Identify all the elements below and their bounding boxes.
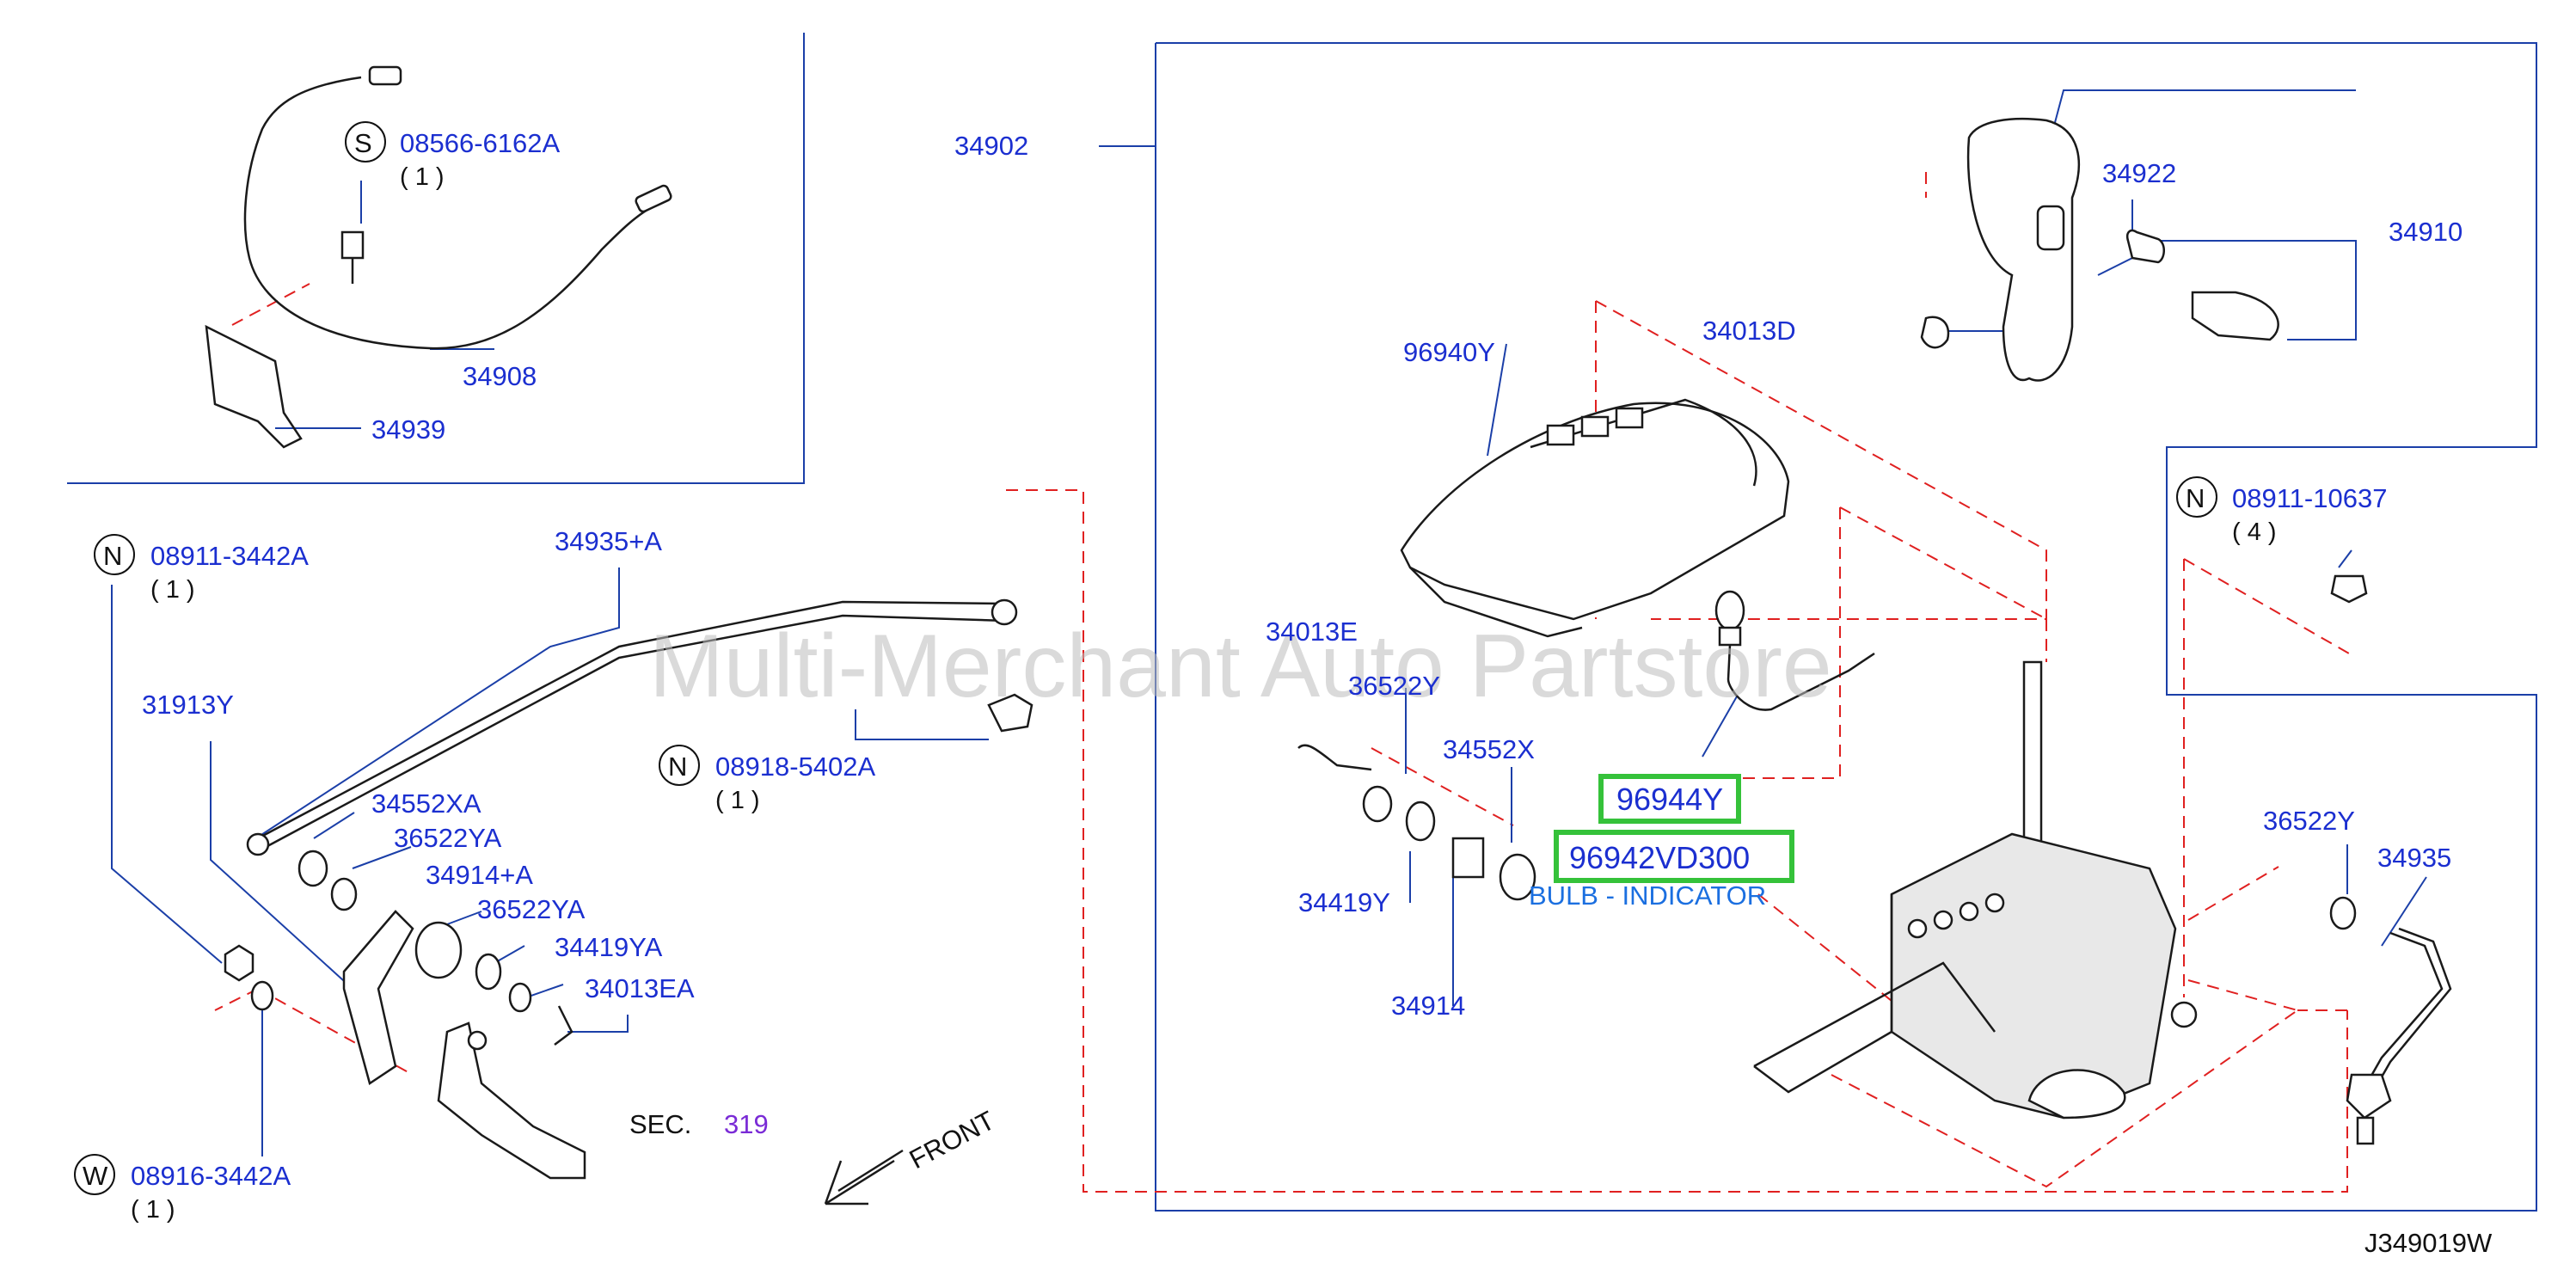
fastener-quantity: ( 1 ) bbox=[150, 576, 195, 604]
part-label-34914a[interactable]: 34914+A bbox=[426, 860, 533, 890]
indicator-cover bbox=[1400, 398, 1790, 638]
shift-rod-upper bbox=[246, 598, 1033, 856]
part-label-34419ya[interactable]: 34419YA bbox=[555, 932, 663, 962]
fastener-n-08918-5402a[interactable]: N 08918-5402A ( 1 ) bbox=[659, 745, 875, 814]
fastener-part-number: 08911-3442A bbox=[150, 541, 309, 571]
part-label-34419y[interactable]: 34419Y bbox=[1298, 887, 1390, 917]
part-label-31913y[interactable]: 31913Y bbox=[142, 690, 234, 720]
fastener-w-08916-3442a[interactable]: W 08916-3442A ( 1 ) bbox=[74, 1154, 291, 1224]
part-label-34939[interactable]: 34939 bbox=[371, 414, 445, 445]
fastener-part-number: 08566-6162A bbox=[400, 128, 560, 158]
part-label-34013ea[interactable]: 34013EA bbox=[585, 973, 695, 1003]
fastener-part-number: 08916-3442A bbox=[131, 1161, 291, 1191]
fastener-symbol: S bbox=[354, 128, 372, 158]
part-label-34922[interactable]: 34922 bbox=[2102, 158, 2176, 188]
part-label-36522ya-2[interactable]: 36522YA bbox=[477, 894, 586, 924]
section-reference[interactable]: SEC. 319 bbox=[629, 1109, 769, 1139]
shift-knob bbox=[1920, 117, 2279, 382]
frame-lines bbox=[67, 33, 2537, 1212]
part-label-34914[interactable]: 34914 bbox=[1391, 991, 1465, 1021]
watermark-text: Multi-Merchant Auto Partstore bbox=[649, 617, 1832, 716]
fastener-symbol: N bbox=[103, 541, 122, 571]
fastener-symbol: N bbox=[2186, 483, 2205, 513]
shift-rod-right bbox=[2329, 896, 2452, 1145]
lever-linkage bbox=[224, 850, 586, 1180]
part-labels: 34902 34910 34922 34013D 96940Y 34908 34… bbox=[142, 131, 2463, 1021]
part-label-34013e[interactable]: 34013E bbox=[1266, 617, 1358, 647]
part-label-36522y-2[interactable]: 36522Y bbox=[2263, 806, 2355, 836]
part-description: BULB - INDICATOR bbox=[1529, 880, 1766, 911]
part-label-96940y[interactable]: 96940Y bbox=[1403, 337, 1495, 367]
fastener-symbol: N bbox=[668, 751, 687, 782]
highlight-part-number: 96942VD300 bbox=[1569, 840, 1750, 875]
part-label-36522y-1[interactable]: 36522Y bbox=[1348, 671, 1440, 701]
fastener-symbol: W bbox=[83, 1161, 108, 1191]
speed-sensor-cable bbox=[205, 65, 672, 449]
part-label-34552xa[interactable]: 34552XA bbox=[371, 788, 481, 819]
fastener-quantity: ( 1 ) bbox=[715, 787, 760, 814]
part-label-36522ya-1[interactable]: 36522YA bbox=[394, 823, 502, 853]
part-label-34902[interactable]: 34902 bbox=[954, 131, 1028, 161]
fastener-s-08566[interactable]: S 08566-6162A ( 1 ) bbox=[345, 121, 560, 191]
highlight-96944y[interactable]: 96944Y bbox=[1598, 774, 1741, 824]
diagram-code: J349019W bbox=[2364, 1228, 2493, 1258]
indicator-bulb bbox=[1714, 590, 1875, 711]
assembly-dash-lines bbox=[214, 172, 2350, 1193]
washers-middle bbox=[1297, 744, 1536, 901]
front-direction-label: FRONT bbox=[905, 1105, 1000, 1175]
fastener-quantity: ( 1 ) bbox=[400, 163, 445, 191]
part-label-34908[interactable]: 34908 bbox=[463, 361, 537, 391]
section-number-link[interactable]: 319 bbox=[724, 1109, 769, 1139]
part-label-34013d[interactable]: 34013D bbox=[1702, 316, 1796, 346]
front-arrow bbox=[824, 1149, 904, 1205]
fastener-part-number: 08911-10637 bbox=[2232, 483, 2387, 513]
part-label-34935a[interactable]: 34935+A bbox=[555, 526, 662, 556]
fastener-n-08911-10637[interactable]: N 08911-10637 ( 4 ) bbox=[2176, 476, 2387, 546]
nut-right bbox=[2330, 574, 2368, 604]
fastener-quantity: ( 1 ) bbox=[131, 1196, 175, 1224]
fastener-quantity: ( 4 ) bbox=[2232, 518, 2277, 546]
fastener-n-08911-3442a[interactable]: N 08911-3442A ( 1 ) bbox=[94, 534, 309, 604]
part-label-34552x[interactable]: 34552X bbox=[1443, 734, 1535, 764]
highlight-96942vd300[interactable]: 96942VD300 BULB - INDICATOR bbox=[1529, 830, 1794, 911]
part-label-34910[interactable]: 34910 bbox=[2389, 217, 2463, 247]
shifter-base bbox=[1753, 660, 2198, 1120]
highlight-part-number: 96944Y bbox=[1616, 782, 1723, 817]
fastener-part-number: 08918-5402A bbox=[715, 751, 875, 782]
part-label-34935[interactable]: 34935 bbox=[2377, 843, 2451, 873]
section-prefix: SEC. bbox=[629, 1109, 691, 1139]
